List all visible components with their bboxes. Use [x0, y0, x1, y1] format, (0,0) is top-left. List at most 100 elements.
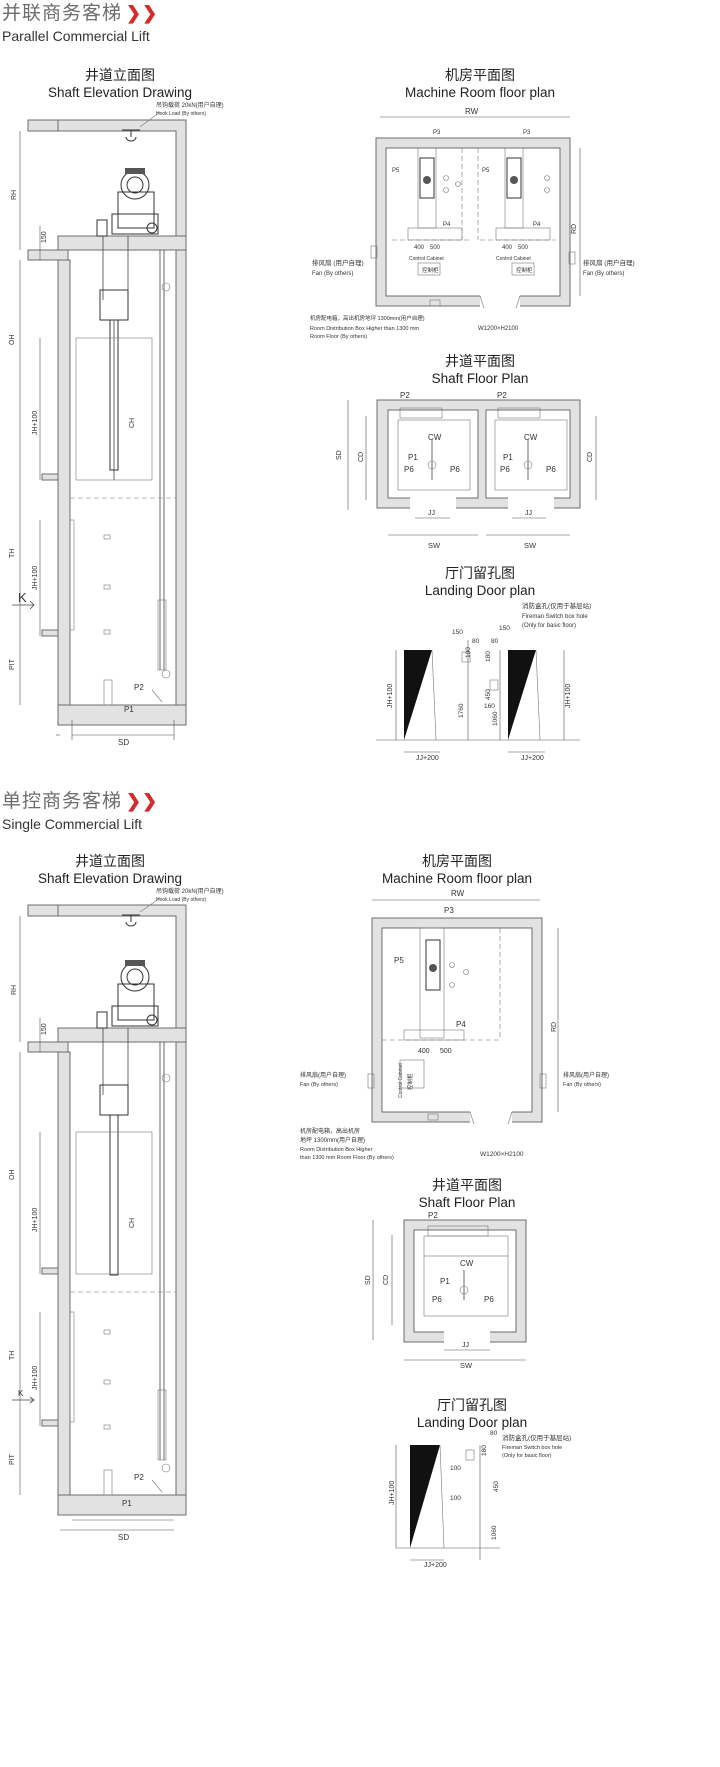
- svg-text:TH: TH: [9, 549, 16, 558]
- svg-text:Fan (By others): Fan (By others): [583, 271, 624, 277]
- shaft-floor-caption: 井道平面图 Shaft Floor Plan: [431, 353, 529, 386]
- svg-text:Room Floor (By others): Room Floor (By others): [310, 334, 367, 340]
- svg-text:CW: CW: [524, 433, 538, 442]
- svg-text:Hook Load (By others): Hook Load (By others): [156, 897, 206, 903]
- svg-text:SD: SD: [336, 450, 343, 460]
- svg-text:SW: SW: [428, 541, 441, 550]
- svg-text:Room Distribution Box Higher: Room Distribution Box Higher: [300, 1147, 373, 1153]
- svg-text:CD: CD: [358, 452, 365, 462]
- svg-text:机房配电箱，高出机房地坪 1300mm(用户自理): 机房配电箱，高出机房地坪 1300mm(用户自理): [310, 314, 425, 322]
- svg-text:P2: P2: [134, 1473, 144, 1482]
- svg-text:吊钩载荷 20kN(用户自理): 吊钩载荷 20kN(用户自理): [156, 101, 224, 109]
- landing-door-caption-2: 厅门留孔图 Landing Door plan: [416, 1397, 528, 1430]
- svg-text:吊钩载荷 20kN(用户自理): 吊钩载荷 20kN(用户自理): [156, 887, 224, 895]
- svg-text:地坪 1300mm(用户自理): 地坪 1300mm(用户自理): [300, 1136, 365, 1144]
- svg-text:1760: 1760: [458, 703, 465, 718]
- svg-text:100: 100: [465, 647, 472, 658]
- svg-text:P1: P1: [503, 453, 513, 462]
- svg-text:JJ: JJ: [525, 510, 532, 517]
- svg-text:1060: 1060: [491, 1525, 498, 1540]
- svg-text:RD: RD: [571, 224, 578, 234]
- svg-text:450: 450: [493, 1481, 500, 1492]
- svg-text:P5: P5: [394, 956, 404, 965]
- svg-text:PIT: PIT: [9, 1453, 16, 1465]
- svg-text:控制柜: 控制柜: [516, 266, 533, 274]
- svg-text:消防盒孔(仅用于基层站): 消防盒孔(仅用于基层站): [522, 601, 591, 610]
- landing-door-caption: 厅门留孔图 Landing Door plan: [424, 565, 536, 598]
- section-header-single: 单控商务客梯❯❯ Single Commercial Lift: [2, 790, 158, 833]
- svg-text:Fan (By others): Fan (By others): [300, 1082, 338, 1088]
- section-title-cn: 并联商务客梯❯❯: [2, 3, 159, 24]
- chevron-right-icon: ❯❯: [126, 3, 159, 23]
- svg-text:150: 150: [499, 625, 510, 632]
- parallel-drawings: 吊钩载荷 20kN(用户自理) Hook Load (By others) RH…: [9, 101, 635, 762]
- svg-text:TH: TH: [9, 1351, 16, 1360]
- svg-text:P6: P6: [484, 1295, 494, 1304]
- svg-text:W1200×H2100: W1200×H2100: [480, 1151, 524, 1158]
- svg-text:消防盒孔(仅用于基层站): 消防盒孔(仅用于基层站): [502, 1433, 571, 1442]
- svg-text:80: 80: [491, 638, 499, 645]
- svg-text:150: 150: [452, 629, 463, 636]
- svg-text:Control Cabinet: Control Cabinet: [398, 1063, 404, 1098]
- svg-text:100: 100: [450, 1495, 461, 1502]
- svg-text:JH+100: JH+100: [32, 411, 39, 435]
- svg-text:P6: P6: [404, 465, 414, 474]
- svg-text:P3: P3: [433, 130, 441, 136]
- svg-text:P1: P1: [408, 453, 418, 462]
- svg-text:RW: RW: [451, 889, 465, 898]
- svg-text:150: 150: [41, 1023, 48, 1035]
- landing-door-plan-2: 80 消防盒孔(仅用于基层站) Fireman Switch box hole …: [389, 1430, 571, 1569]
- svg-text:P1: P1: [122, 1499, 132, 1508]
- svg-text:80: 80: [490, 1430, 498, 1437]
- svg-text:Hook Load (By others): Hook Load (By others): [156, 111, 206, 117]
- svg-text:K: K: [18, 590, 27, 605]
- svg-text:RD: RD: [551, 1022, 558, 1032]
- svg-text:Control Cabinet: Control Cabinet: [496, 256, 531, 262]
- svg-text:JJ+200: JJ+200: [416, 755, 439, 762]
- svg-text:P4: P4: [533, 222, 541, 228]
- svg-text:P1: P1: [440, 1277, 450, 1286]
- svg-text:排风扇 (用户自理): 排风扇 (用户自理): [583, 258, 635, 267]
- single-drawings: 吊钩载荷 20kN(用户自理) Hook Load (By others) RH…: [9, 887, 609, 1569]
- svg-text:180: 180: [485, 651, 492, 662]
- svg-text:JJ: JJ: [428, 510, 435, 517]
- svg-text:400: 400: [418, 1048, 430, 1055]
- svg-text:than 1300 mm Room Floor (By o: than 1300 mm Room Floor (By others): [300, 1155, 394, 1161]
- chevron-right-icon: ❯❯: [126, 791, 159, 811]
- svg-text:(Only for basic floor): (Only for basic floor): [502, 1453, 552, 1459]
- svg-text:500: 500: [430, 245, 441, 251]
- shaft-floor-caption-2: 井道平面图 Shaft Floor Plan: [418, 1177, 516, 1210]
- svg-text:CW: CW: [460, 1259, 474, 1268]
- svg-text:400: 400: [414, 245, 425, 251]
- elevation-caption: 井道立面图 Shaft Elevation Drawing: [47, 67, 193, 100]
- svg-text:Fan (By others): Fan (By others): [312, 271, 353, 277]
- svg-text:JH+100: JH+100: [32, 566, 39, 590]
- svg-text:RH: RH: [11, 190, 18, 200]
- svg-text:Control Cabinet: Control Cabinet: [409, 256, 444, 262]
- svg-text:1060: 1060: [492, 711, 499, 726]
- svg-text:Room Distribution Box Higher t: Room Distribution Box Higher than 1300 m…: [310, 326, 420, 332]
- section-title-en: Parallel Commercial Lift: [2, 28, 150, 44]
- svg-text:机房配电箱，高出机房: 机房配电箱，高出机房: [300, 1127, 360, 1135]
- svg-text:RW: RW: [465, 107, 479, 116]
- svg-text:P6: P6: [546, 465, 556, 474]
- svg-text:Fan (By others): Fan (By others): [563, 1082, 601, 1088]
- section-header-parallel: 并联商务客梯❯❯ Parallel Commercial Lift: [2, 2, 158, 45]
- svg-text:100: 100: [450, 1465, 461, 1472]
- svg-text:P5: P5: [392, 168, 400, 174]
- landing-door-plan: 消防盒孔(仅用于基层站) Fireman Switch box hole (On…: [376, 601, 591, 762]
- svg-text:400: 400: [502, 245, 513, 251]
- svg-text:排风扇 (用户自理): 排风扇 (用户自理): [312, 258, 364, 267]
- svg-text:JJ+200: JJ+200: [521, 755, 544, 762]
- svg-text:JH+100: JH+100: [32, 1366, 39, 1390]
- svg-text:SW: SW: [524, 541, 537, 550]
- svg-text:JJ+200: JJ+200: [424, 1562, 447, 1569]
- svg-text:P6: P6: [500, 465, 510, 474]
- svg-text:P1: P1: [124, 705, 134, 714]
- svg-text:RH: RH: [11, 985, 18, 995]
- svg-text:JH+100: JH+100: [389, 1481, 396, 1505]
- svg-text:OH: OH: [9, 335, 16, 346]
- svg-text:OH: OH: [9, 1170, 16, 1181]
- elevation-caption-2: 井道立面图 Shaft Elevation Drawing: [37, 853, 183, 886]
- svg-text:排风扇(用户自理): 排风扇(用户自理): [563, 1071, 609, 1079]
